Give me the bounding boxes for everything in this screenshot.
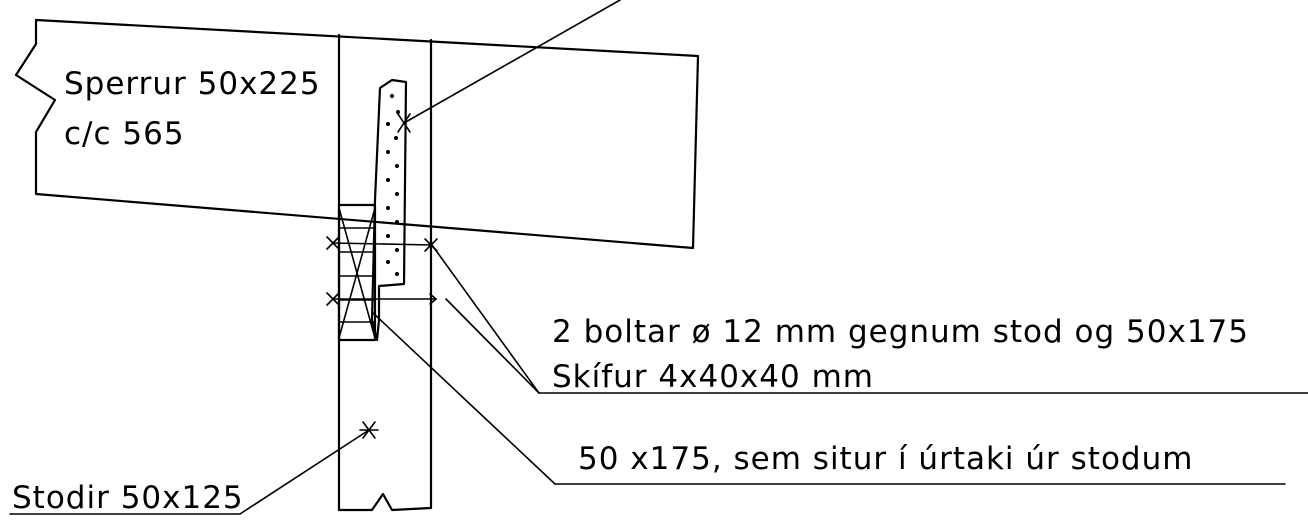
bolts-label-line1: 2 boltar ø 12 mm gegnum stod og 50x175 bbox=[552, 314, 1249, 350]
bolt-upper bbox=[326, 236, 438, 252]
leader-bolts bbox=[431, 244, 1308, 394]
leader-block bbox=[371, 311, 1286, 485]
rafter-label-line2: c/c 565 bbox=[64, 116, 185, 152]
perforated-strap bbox=[370, 78, 408, 342]
bolts-label-line2: Skífur 4x40x40 mm bbox=[552, 359, 874, 395]
bolt-lower bbox=[326, 292, 437, 306]
rafter-outline bbox=[14, 18, 700, 250]
post-outline bbox=[337, 33, 433, 512]
leader-post bbox=[9, 421, 379, 515]
block-label: 50 x175, sem situr í úrtaki úr stodum bbox=[578, 441, 1193, 477]
post-label: Stodir 50x125 bbox=[12, 480, 244, 516]
rafter-label-line1: Sperrur 50x225 bbox=[64, 66, 321, 102]
block-50x175 bbox=[337, 203, 377, 342]
leader-strap bbox=[397, 0, 621, 133]
